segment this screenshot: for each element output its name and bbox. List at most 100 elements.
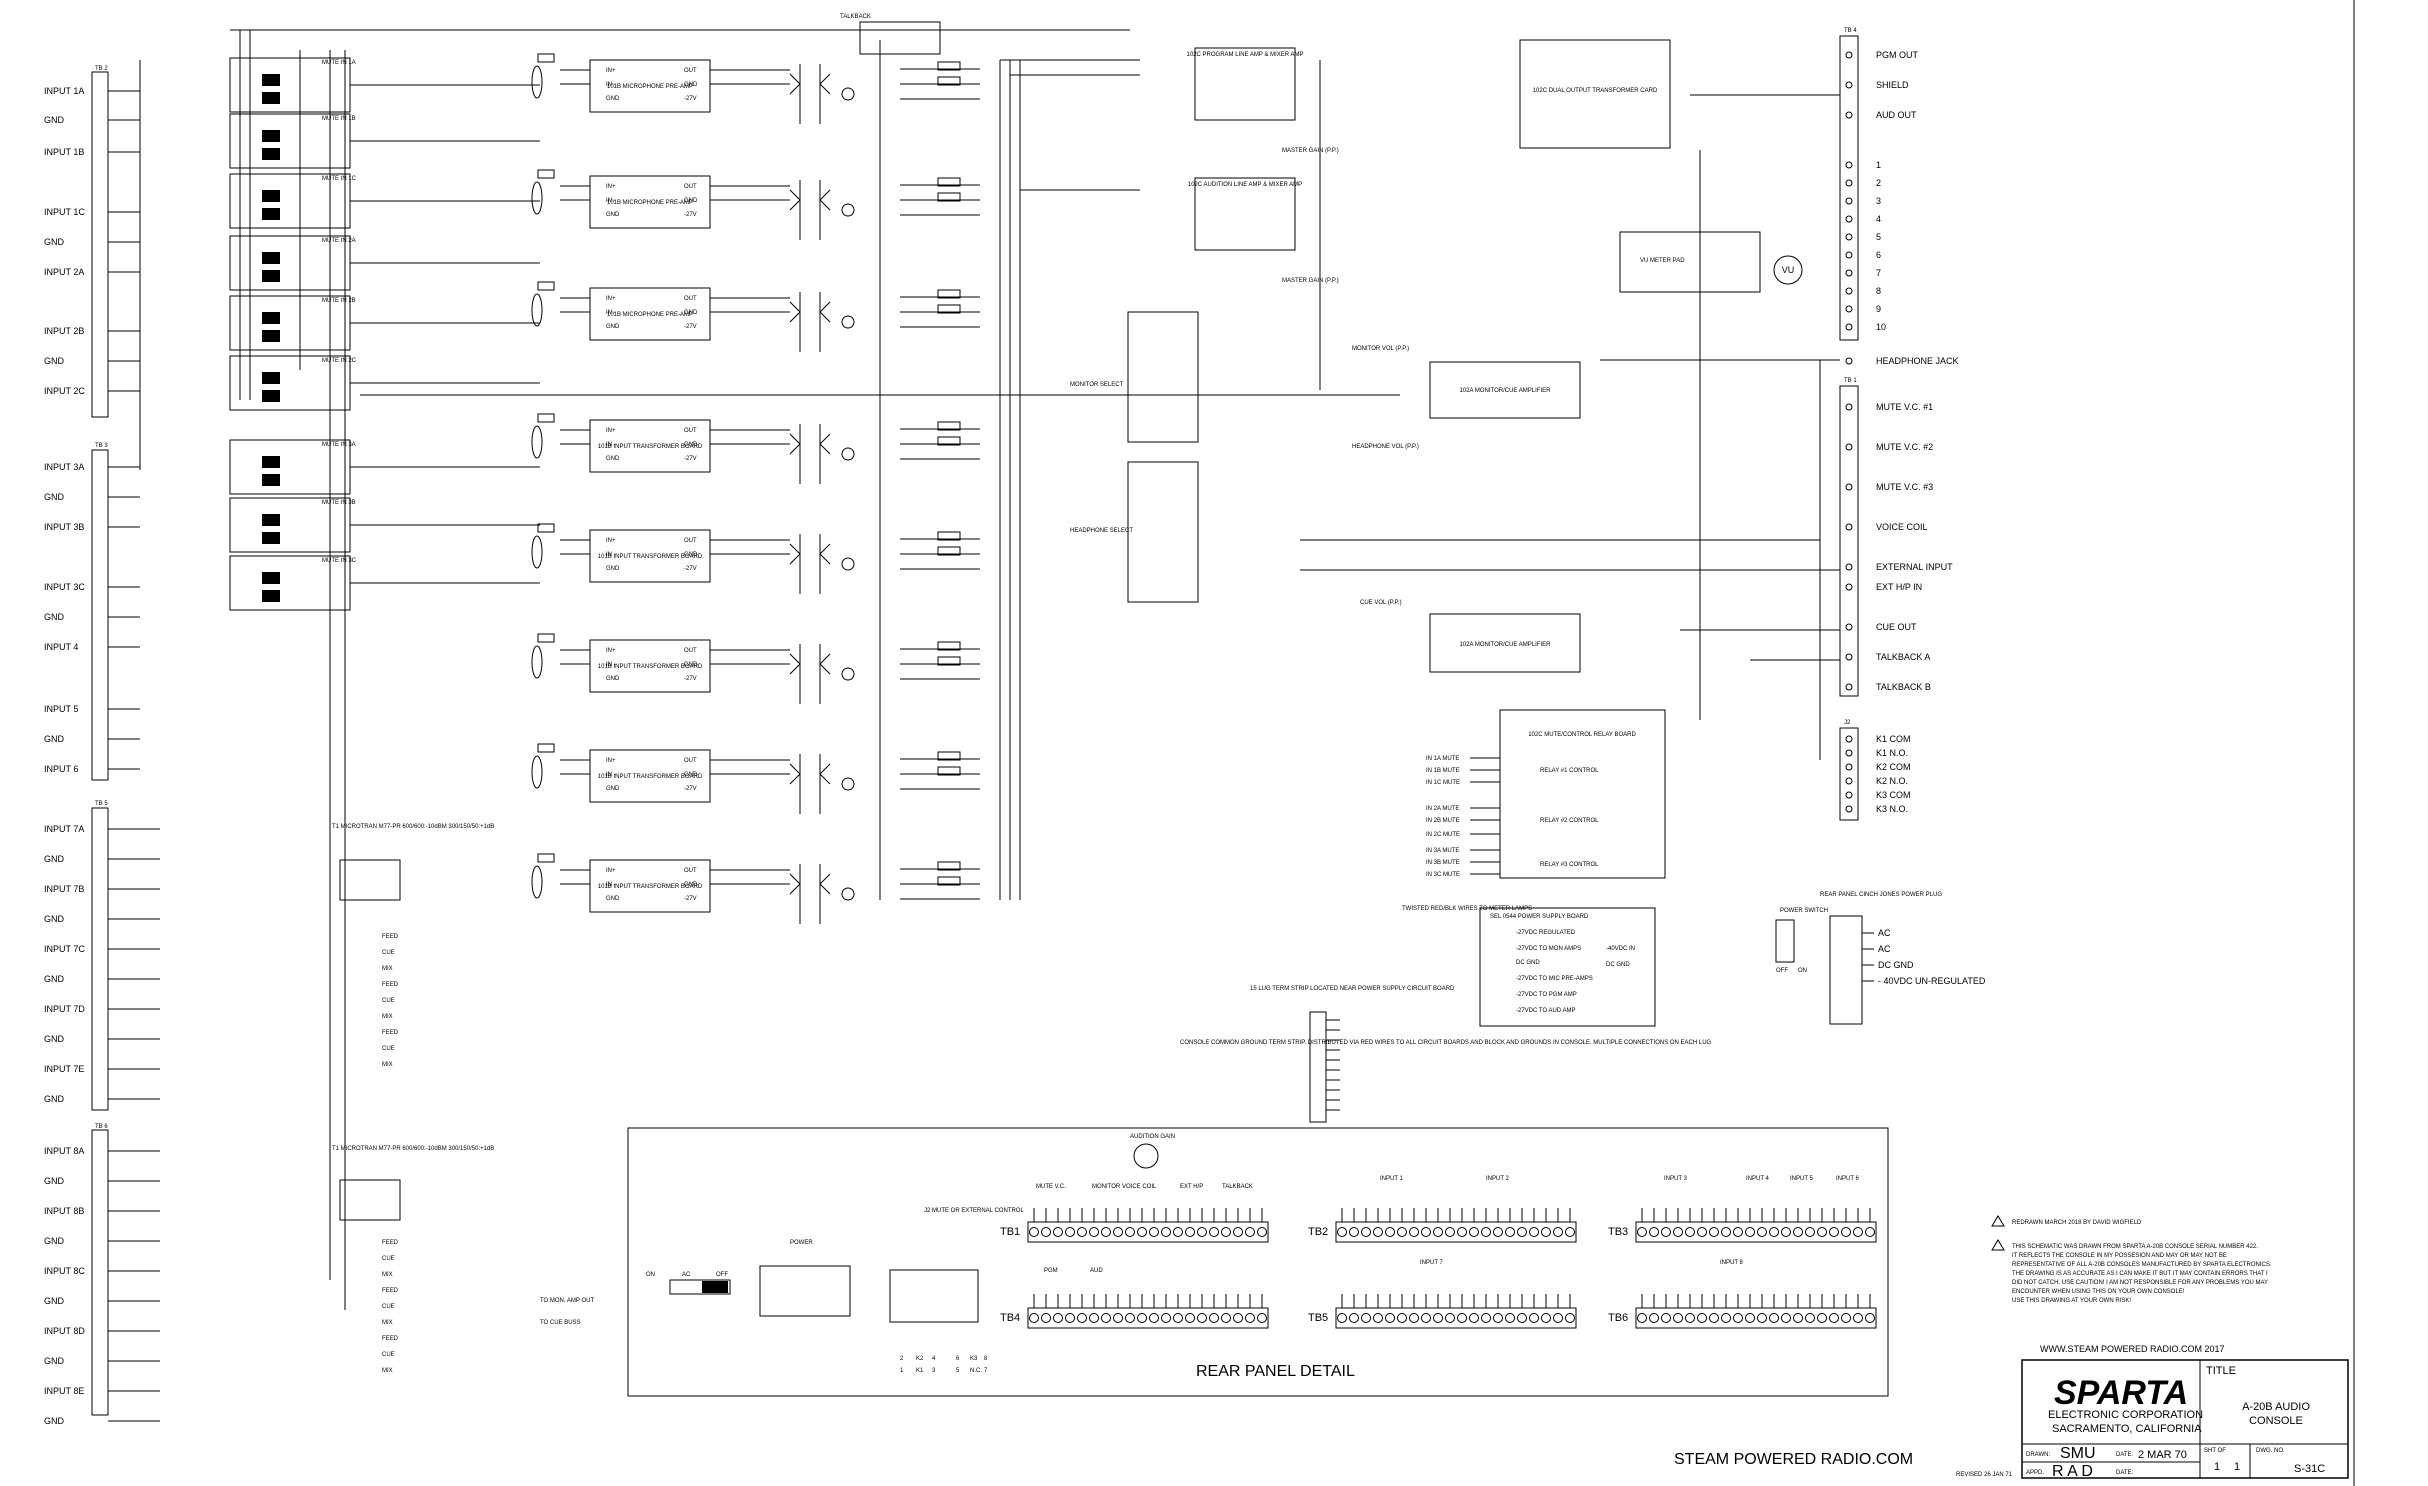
rear-tb-header: AUD — [1090, 1268, 1103, 1274]
left-input-label: GND — [44, 356, 65, 366]
board-pin-label: IN - — [606, 552, 616, 558]
right-terminal-label: AUD OUT — [1876, 110, 1917, 120]
left-input-label: GND — [44, 1356, 65, 1366]
relay-output-label: K1 COM — [1876, 734, 1911, 744]
relay-output-label: K2 COM — [1876, 762, 1911, 772]
notes-block: REDRAWN MARCH 2018 BY DAVID WIGFIELDTHIS… — [1991, 1215, 2272, 1304]
power-rail-label: -27VDC TO AUD AMP — [1516, 1008, 1575, 1014]
output-destinations: TO MON. AMP OUT TO CUE BUSS — [540, 1298, 594, 1326]
vu-label: VU — [1782, 265, 1795, 275]
relay-board-label: 102C MUTE/CONTROL RELAY BOARD — [1528, 732, 1636, 738]
power-switch: POWER SWITCH OFF ON — [1775, 908, 1828, 974]
left-input-label: INPUT 1B — [44, 147, 84, 157]
feed-label: FEED — [382, 1336, 399, 1342]
feed-label: MIX — [382, 1368, 393, 1374]
relay-output-label: K1 N.O. — [1876, 748, 1908, 758]
left-input-label: INPUT 1C — [44, 207, 85, 217]
left-input-label: INPUT 8E — [44, 1386, 84, 1396]
rear-relay-label: 3 — [932, 1368, 936, 1374]
tb4-right-label: TB 4 — [1844, 28, 1857, 34]
monitor-select-block: MONITOR SELECT — [1070, 311, 1199, 443]
title-line-2: CONSOLE — [2249, 1415, 2303, 1427]
left-input-label: INPUT 2C — [44, 386, 85, 396]
date-value: 2 MAR 70 — [2138, 1449, 2187, 1461]
board-pin-label: IN - — [606, 198, 616, 204]
left-input-label: GND — [44, 1416, 65, 1426]
feed-label: CUE — [382, 1256, 395, 1262]
tb3-label: TB 3 — [95, 443, 108, 449]
relay-mute-label: IN 1C MUTE — [1426, 780, 1460, 786]
left-input-label: INPUT 8B — [44, 1206, 84, 1216]
left-input-label: GND — [44, 115, 65, 125]
dwg-label: DWG. NO. — [2256, 1448, 2285, 1454]
board-pin-label: OUT — [684, 184, 697, 190]
rear-panel-detail: REAR PANEL DETAIL AUDITION GAIN POWER J2… — [627, 1127, 1889, 1397]
right-terminal-label: HEADPHONE JACK — [1876, 356, 1959, 366]
relay-control-label: RELAY #1 CONTROL — [1540, 768, 1599, 774]
board-pin-label: GND — [606, 786, 620, 792]
feed-label: FEED — [382, 1030, 399, 1036]
board-pin-label: IN+ — [606, 428, 616, 434]
left-input-label: GND — [44, 1034, 65, 1044]
rear-relay-label: K3 — [970, 1356, 978, 1362]
right-terminal-label: MUTE V.C. #2 — [1876, 442, 1933, 452]
rear-relay-label: 5 — [956, 1368, 960, 1374]
mute-relay-label: MUTE IN 2B — [322, 298, 356, 304]
right-terminal-label: MUTE V.C. #1 — [1876, 402, 1933, 412]
board-pin-label: IN+ — [606, 758, 616, 764]
audition-master-gain: MASTER GAIN (P.P.) — [1282, 278, 1339, 284]
input-board-label: 101B INPUT TRANSFORMER BOARD — [598, 664, 703, 670]
talkback-label: TALKBACK — [840, 14, 871, 20]
transformer-2: T1 MICROTRAN M77-PR 600/600:-10dBM 300/1… — [332, 1146, 494, 1221]
relay-mute-label: IN 1B MUTE — [1426, 768, 1460, 774]
feed-label: CUE — [382, 1046, 395, 1052]
left-input-label: GND — [44, 734, 65, 744]
rear-relay-label: 7 — [984, 1368, 988, 1374]
bus-lines — [230, 29, 1840, 1310]
date2-label: DATE: — [2116, 1470, 2134, 1476]
power-rail-label: -40VDC IN — [1606, 946, 1635, 952]
feed-label: MIX — [382, 1272, 393, 1278]
right-terminal-label: CUE OUT — [1876, 622, 1917, 632]
program-amp: 102C PROGRAM LINE AMP & MIXER AMP MASTER… — [1187, 47, 1339, 154]
right-terminal-label: 10 — [1876, 322, 1886, 332]
rear-tb-header: INPUT 1 — [1380, 1176, 1404, 1182]
brand-name: SPARTA — [2054, 1374, 2188, 1412]
tb2-label: TB 2 — [95, 66, 108, 72]
note-line: THIS SCHEMATIC WAS DRAWN FROM SPARTA A-2… — [2012, 1244, 2258, 1250]
rear-j2-label: J2 MUTE OR EXTERNAL CONTROL — [924, 1208, 1024, 1214]
power-plug-pin: DC GND — [1878, 960, 1914, 970]
left-input-label: INPUT 1A — [44, 86, 84, 96]
note-line: DID NOT CATCH. USE CAUTION! I AM NOT RES… — [2012, 1280, 2268, 1286]
feed-label: CUE — [382, 1352, 395, 1358]
board-pin-label: GND — [606, 324, 620, 330]
website-bottom: STEAM POWERED RADIO.COM — [1674, 1451, 1913, 1468]
board-pin-label: OUT — [684, 758, 697, 764]
power-switch-off: OFF — [1776, 968, 1788, 974]
rear-relay-label: 1 — [900, 1368, 904, 1374]
rear-tb-label: TB1 — [1000, 1226, 1020, 1238]
power-rail-label: -27VDC TO PGM AMP — [1516, 992, 1577, 998]
power-rail-label: -27VDC REGULATED — [1516, 930, 1576, 936]
rear-panel-title: REAR PANEL DETAIL — [1196, 1363, 1355, 1380]
rear-power-label: POWER — [790, 1240, 813, 1246]
right-terminal-label: EXTERNAL INPUT — [1876, 562, 1953, 572]
power-rail-label: -27VDC TO MON AMPS — [1516, 946, 1581, 952]
right-terminal-label: 1 — [1876, 160, 1881, 170]
board-pin-label: -27V — [684, 96, 697, 102]
board-pin-label: IN+ — [606, 868, 616, 874]
monitor-amp: MONITOR VOL (P.P.) 102A MONITOR/CUE AMPL… — [1352, 346, 1581, 419]
rear-switch-on: ON — [646, 1272, 655, 1278]
feed-label: MIX — [382, 1320, 393, 1326]
left-input-label: GND — [44, 1176, 65, 1186]
board-pin-label: GND — [606, 456, 620, 462]
left-input-label: GND — [44, 1236, 65, 1246]
board-pin-label: IN+ — [606, 184, 616, 190]
input-board-label: 101B INPUT TRANSFORMER BOARD — [598, 774, 703, 780]
j2-right: J2 — [1839, 720, 1859, 821]
headphone-vol-label: HEADPHONE VOL (P.P.) — [1352, 444, 1419, 450]
